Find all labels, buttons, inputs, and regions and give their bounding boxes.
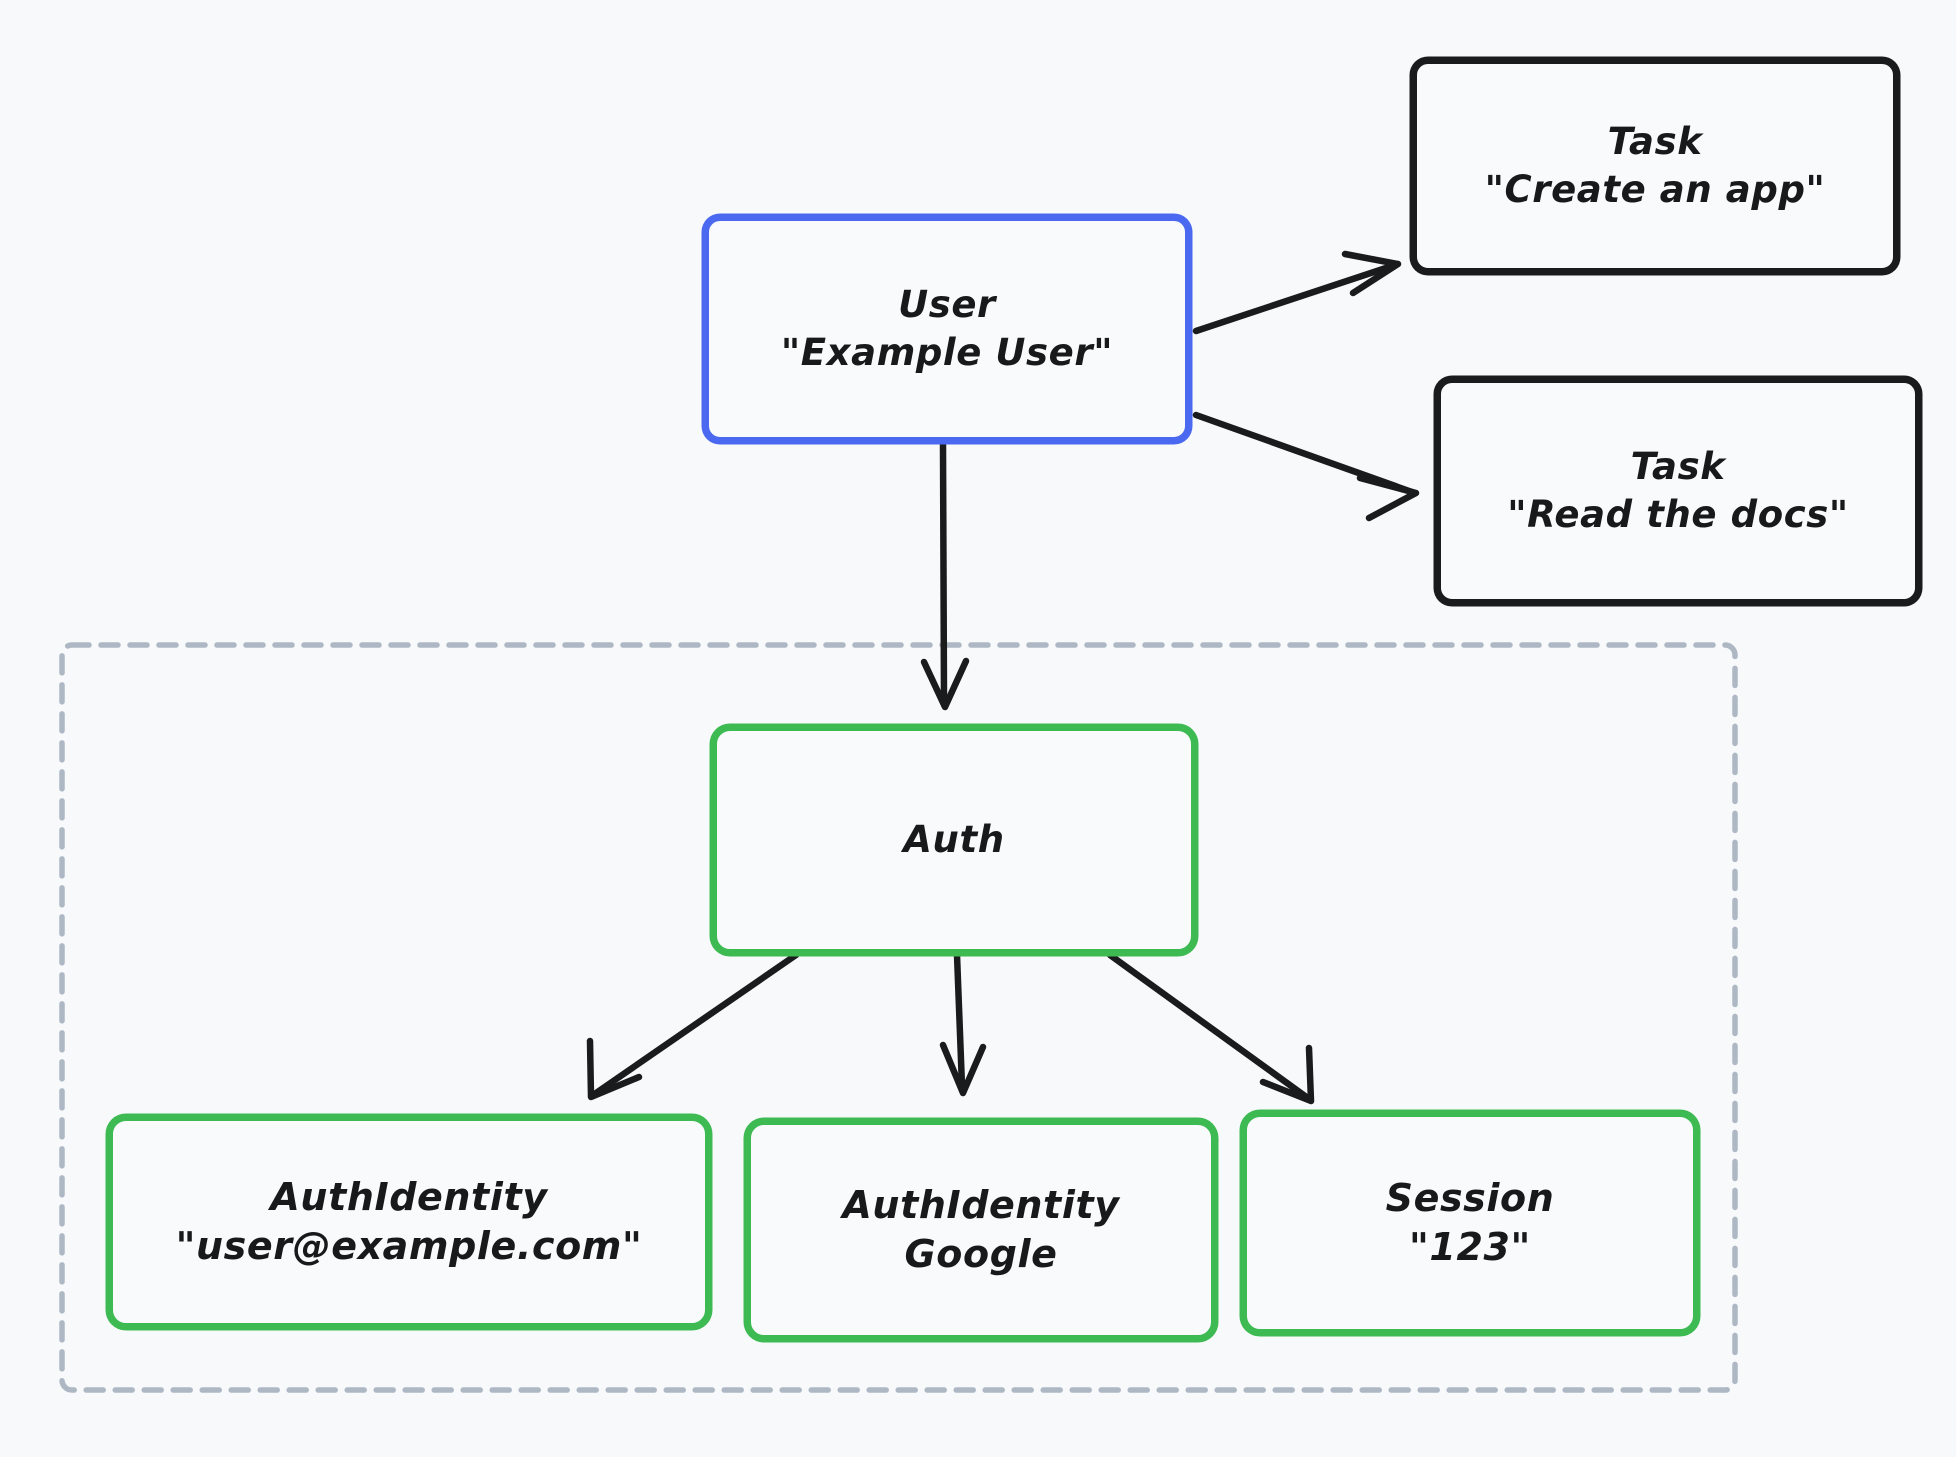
edge-auth-to-auth-identity-email (586, 951, 800, 1101)
node-type-label: AuthIdentity (270, 1174, 548, 1219)
node-type-label: Auth (903, 817, 1005, 861)
node-task-read-the-docs[interactable]: Task "Read the docs" (1434, 376, 1922, 606)
node-value-label: Google (904, 1232, 1058, 1276)
node-task-create-an-app[interactable]: Task "Create an app" (1410, 57, 1900, 275)
node-auth-identity-email[interactable]: AuthIdentity "user@example.com" (106, 1114, 712, 1330)
edge-user-to-task-read (1192, 411, 1420, 522)
node-value-label: "user@example.com" (175, 1224, 643, 1268)
edge-user-to-auth (920, 441, 970, 711)
node-value-label: "Example User" (780, 331, 1114, 374)
edge-auth-to-session (1106, 951, 1315, 1105)
node-type-label: User (898, 282, 996, 326)
node-type-label: AuthIdentity (842, 1182, 1120, 1227)
edge-user-to-task-create (1192, 250, 1402, 335)
node-value-label: "123" (1409, 1225, 1531, 1269)
node-type-label: Task (1607, 119, 1703, 163)
edge-auth-to-auth-identity-google (939, 951, 987, 1097)
node-user[interactable]: User "Example User" (702, 214, 1192, 444)
node-auth-identity-google[interactable]: AuthIdentity Google (744, 1118, 1218, 1342)
node-auth[interactable]: Auth (710, 724, 1198, 956)
node-type-label: Task (1630, 444, 1726, 488)
node-value-label: "Read the docs" (1507, 493, 1849, 536)
node-session[interactable]: Session "123" (1240, 1110, 1700, 1336)
node-type-label: Session (1385, 1175, 1555, 1220)
node-value-label: "Create an app" (1484, 168, 1826, 211)
